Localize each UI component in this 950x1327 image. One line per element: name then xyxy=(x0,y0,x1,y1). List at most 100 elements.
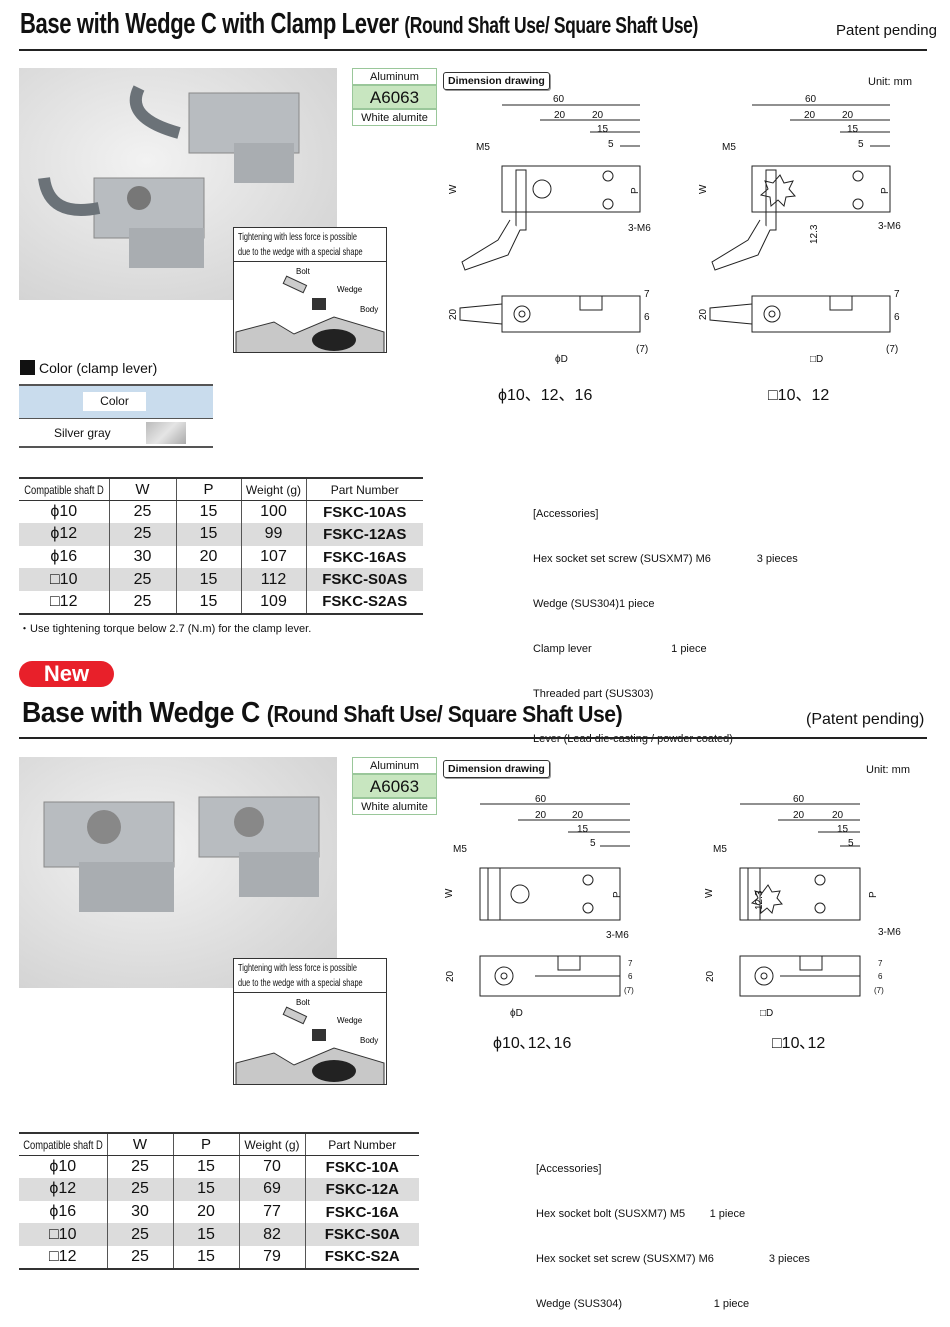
cell: 20 xyxy=(176,545,242,569)
title-sub: (Round Shaft Use/ Square Shaft Use) xyxy=(266,701,623,727)
callout-line2: due to the wedge with a special shape xyxy=(238,977,363,989)
dim-w: W xyxy=(704,888,715,898)
part-number: FSKC-S0AS xyxy=(306,568,423,591)
product-photo xyxy=(19,757,337,988)
drawing-round-shaft: 60 20 20 15 5 M5 W P 3-M6 20 7 6 (7) ϕD xyxy=(444,794,634,1019)
finish-label: White alumite xyxy=(352,798,437,815)
dim-7-paren: (7) xyxy=(624,986,634,995)
dim-20a: 20 xyxy=(804,110,816,121)
dim-60: 60 xyxy=(553,94,565,105)
title-sub: (Round Shaft Use/ Square Shaft Use) xyxy=(404,12,698,38)
col-header: Compatible shaft D xyxy=(22,1137,103,1152)
cell: ϕ16 xyxy=(19,545,110,569)
caption-round-shaft: ϕ10､12､16 xyxy=(493,1035,572,1052)
cell: 15 xyxy=(173,1155,240,1179)
dim-p: P xyxy=(868,891,879,898)
part-number: FSKC-S2AS xyxy=(306,590,423,615)
col-header: Part Number xyxy=(305,1132,419,1157)
part-number: FSKC-10AS xyxy=(323,503,407,521)
color-header: Color xyxy=(83,392,146,411)
title-main: Base with Wedge C xyxy=(22,697,260,729)
cell: 30 xyxy=(109,545,177,569)
material-badge: Aluminum A6063 White alumite xyxy=(352,68,437,126)
col-header: W xyxy=(109,477,177,502)
dim-7: 7 xyxy=(894,289,900,300)
color-heading-square xyxy=(20,360,35,375)
body-label: Body xyxy=(360,1036,378,1045)
silver-gray-swatch xyxy=(146,422,186,444)
wedge-label: Wedge xyxy=(337,1016,363,1025)
cell: 25 xyxy=(109,568,177,591)
section1-title: Base with Wedge C with Clamp Lever (Roun… xyxy=(20,8,698,41)
col-header: W xyxy=(107,1132,174,1157)
cell: ϕ12 xyxy=(19,523,110,546)
dim-15: 15 xyxy=(577,824,589,835)
col-header: Part Number xyxy=(306,477,423,502)
accessory-item: Hex socket set screw (SUSXM7) M6 3 piece… xyxy=(533,553,798,565)
cell: 25 xyxy=(109,590,177,615)
dimension-drawings: 60 20 20 15 5 M5 W P 3-M6 20 7 6 (7) ϕD … xyxy=(448,94,901,365)
cell: 15 xyxy=(176,523,242,546)
cell: 25 xyxy=(109,500,177,524)
caption-square-shaft: □10、12 xyxy=(768,387,830,404)
dim-6: 6 xyxy=(894,312,900,323)
cell: □12 xyxy=(19,590,110,615)
dim-20a: 20 xyxy=(793,810,805,821)
col-header: Weight (g) xyxy=(241,477,307,502)
dim-60: 60 xyxy=(793,794,805,805)
label-3-m6: 3-M6 xyxy=(606,930,629,941)
material-code: A6063 xyxy=(352,774,437,798)
dim-6: 6 xyxy=(628,972,633,981)
cell: 107 xyxy=(241,545,307,569)
cell: 82 xyxy=(239,1223,306,1246)
finish-label: White alumite xyxy=(352,109,437,126)
dim-6: 6 xyxy=(644,312,650,323)
dim-12-3: 12.3 xyxy=(754,890,765,910)
cell: 100 xyxy=(241,500,307,524)
dim-7: 7 xyxy=(628,959,633,968)
dim-7-paren: (7) xyxy=(886,344,898,355)
part-number: FSKC-S2A xyxy=(305,1245,419,1270)
patent-note: (Patent pending) xyxy=(806,711,925,728)
dim-5: 5 xyxy=(590,838,596,849)
cell: 25 xyxy=(107,1155,174,1179)
cell: 99 xyxy=(241,523,307,546)
cell: ϕ10 xyxy=(19,500,110,524)
accessory-item: Lever (Lead die-casting / powder coated) xyxy=(533,733,733,745)
dim-6: 6 xyxy=(878,972,883,981)
wedge-exploded-diagram: Bolt Wedge Body xyxy=(235,267,385,352)
new-badge: New xyxy=(19,661,114,687)
cell: 70 xyxy=(239,1155,306,1179)
dim-7-paren: (7) xyxy=(874,986,884,995)
part-number: FSKC-10A xyxy=(325,1158,399,1176)
dim-5: 5 xyxy=(858,139,864,150)
dim-w: W xyxy=(448,184,459,194)
cell: 15 xyxy=(173,1178,240,1201)
dim-w: W xyxy=(444,888,455,898)
part-number: FSKC-12AS xyxy=(306,523,423,546)
label-3-m6: 3-M6 xyxy=(878,221,901,232)
cell: 20 xyxy=(173,1200,240,1224)
cell: 25 xyxy=(107,1178,174,1201)
dim-20-height: 20 xyxy=(705,970,716,982)
label-m5: M5 xyxy=(453,844,467,855)
cell: ϕ16 xyxy=(19,1200,108,1224)
dim-20b: 20 xyxy=(832,810,844,821)
label-3-m6: 3-M6 xyxy=(628,223,651,234)
dim-20a: 20 xyxy=(554,110,566,121)
cell: 69 xyxy=(239,1178,306,1201)
color-table: Color Silver gray xyxy=(19,384,213,448)
cell: 109 xyxy=(241,590,307,615)
wedge-label: Wedge xyxy=(337,285,363,294)
material-code: A6063 xyxy=(352,85,437,109)
label-m5: M5 xyxy=(713,844,727,855)
title-main: Base with Wedge C with Clamp Lever xyxy=(20,8,399,40)
cell: 15 xyxy=(176,568,242,591)
unit-label: Unit: mm xyxy=(868,76,912,88)
